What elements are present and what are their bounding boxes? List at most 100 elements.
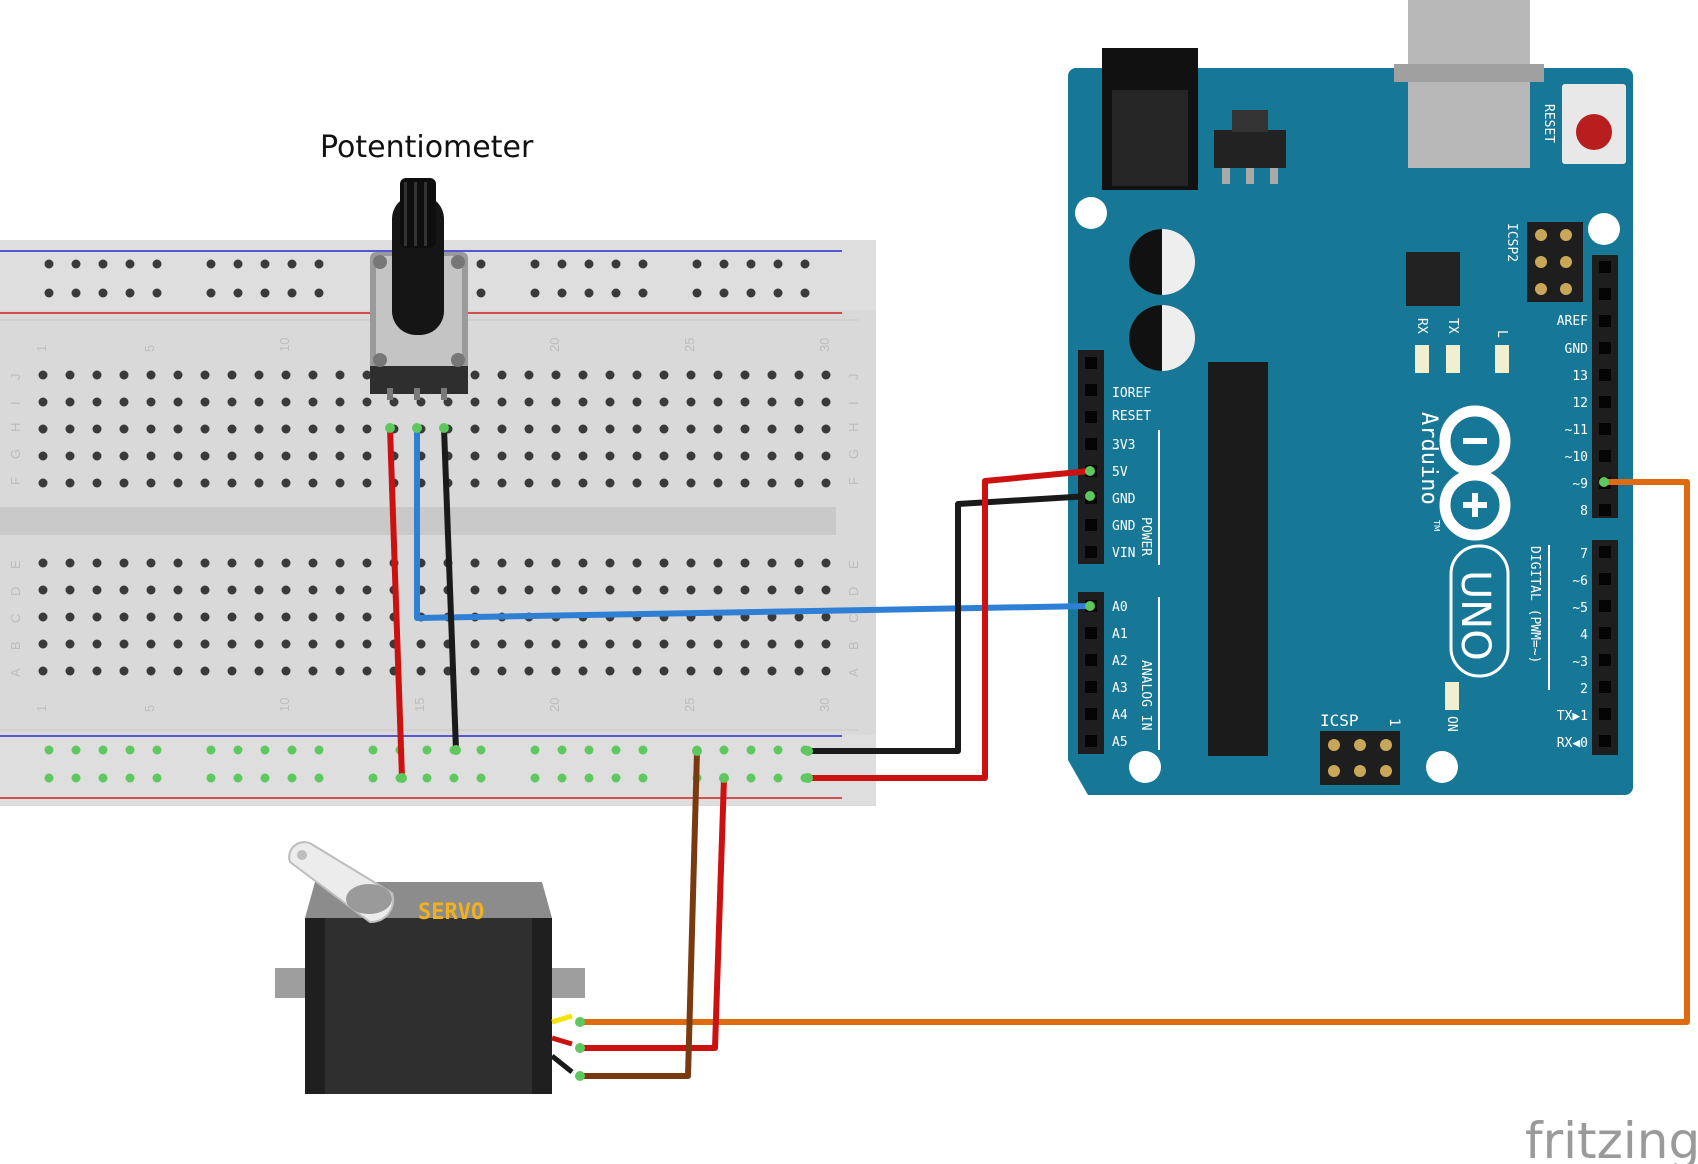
breadboard-hole [659, 424, 669, 434]
row-label-F-right: F [846, 477, 861, 485]
breadboard-hole [578, 424, 588, 434]
breadboard-hole [308, 478, 318, 488]
breadboard-hole [794, 397, 804, 407]
breadboard-hole [821, 666, 831, 676]
rail-hole [584, 745, 594, 755]
breadboard-hole [65, 639, 75, 649]
breadboard-hole [821, 558, 831, 568]
breadboard-hole [200, 558, 210, 568]
breadboard-hole [173, 370, 183, 380]
pin-13: 13 [1572, 369, 1588, 384]
breadboard-hole [227, 478, 237, 488]
usb-chip [1406, 252, 1460, 306]
breadboard-hole [659, 451, 669, 461]
breadboard-hole [497, 424, 507, 434]
breadboard-hole [65, 612, 75, 622]
rail-hole [125, 773, 135, 783]
breadboard-hole [524, 397, 534, 407]
rail-hole [692, 259, 702, 269]
rail-hole [287, 773, 297, 783]
pin-a2: A2 [1112, 654, 1128, 669]
rail-hole [530, 745, 540, 755]
breadboard-hole [551, 397, 561, 407]
breadboard-hole [551, 639, 561, 649]
breadboard-hole [227, 558, 237, 568]
breadboard-hole [470, 370, 480, 380]
pin-socket [1085, 654, 1097, 666]
breadboard-hole [767, 397, 777, 407]
rail-hole [584, 288, 594, 298]
row-label-D-right: D [846, 587, 861, 596]
row-label-A: A [8, 668, 23, 677]
breadboard-hole [767, 424, 777, 434]
row-label-I-right: I [846, 401, 861, 405]
breadboard-hole [92, 478, 102, 488]
rail-hole [746, 745, 756, 755]
rail-hole [638, 773, 648, 783]
breadboard-hole [254, 451, 264, 461]
rail-hole [584, 259, 594, 269]
rail-hole [152, 259, 162, 269]
row-label-B: B [8, 641, 23, 650]
breadboard-hole [497, 585, 507, 595]
breadboard-hole [362, 639, 372, 649]
pin-socket [1599, 396, 1611, 408]
breadboard-hole [686, 451, 696, 461]
col-number-20-bottom: 20 [547, 698, 562, 712]
breadboard-hole [362, 451, 372, 461]
rail-hole [557, 288, 567, 298]
rail-hole [71, 288, 81, 298]
col-number-20: 20 [547, 338, 562, 352]
power-header [1078, 350, 1104, 564]
breadboard-hole [740, 397, 750, 407]
breadboard-hole [362, 558, 372, 568]
breadboard-hole [713, 585, 723, 595]
rail-hole [314, 259, 324, 269]
breadboard-hole [254, 424, 264, 434]
rail-hole [125, 745, 135, 755]
tx-led [1446, 345, 1460, 373]
breadboard-hole [362, 585, 372, 595]
breadboard-hole [146, 424, 156, 434]
rail-hole [233, 288, 243, 298]
breadboard-hole [200, 585, 210, 595]
pin-socket [1599, 423, 1611, 435]
breadboard-hole [713, 666, 723, 676]
rail-hole [773, 259, 783, 269]
pin-gnd-2: GND [1112, 519, 1136, 534]
breadboard-hole [632, 397, 642, 407]
pin-socket [1085, 681, 1097, 693]
pin-socket [1599, 627, 1611, 639]
rail-hole [314, 773, 324, 783]
breadboard-hole [524, 558, 534, 568]
rail-hole [773, 773, 783, 783]
breadboard-hole [767, 370, 777, 380]
breadboard-hole [92, 666, 102, 676]
rail-hole [98, 259, 108, 269]
rail-hole [638, 745, 648, 755]
icsp-label: ICSP [1320, 711, 1359, 730]
breadboard-hole [335, 585, 345, 595]
icsp-header [1320, 731, 1400, 785]
pin-a3: A3 [1112, 681, 1128, 696]
breadboard-hole [281, 558, 291, 568]
rail-hole [260, 259, 270, 269]
rail-hole [611, 773, 621, 783]
wire-blue-pot-wiper [414, 425, 1093, 621]
pin-socket [1085, 519, 1097, 531]
breadboard-hole [173, 585, 183, 595]
breadboard-hole [821, 451, 831, 461]
breadboard-hole [308, 612, 318, 622]
arduino-logo [1439, 405, 1511, 541]
breadboard-hole [578, 451, 588, 461]
breadboard-hole [362, 666, 372, 676]
breadboard-hole [146, 612, 156, 622]
breadboard-hole [227, 639, 237, 649]
rail-hole [206, 259, 216, 269]
breadboard-hole [551, 424, 561, 434]
breadboard-hole [200, 424, 210, 434]
breadboard-hole [470, 397, 480, 407]
row-label-C-right: C [846, 614, 861, 623]
breadboard-hole [605, 397, 615, 407]
breadboard-hole [605, 370, 615, 380]
